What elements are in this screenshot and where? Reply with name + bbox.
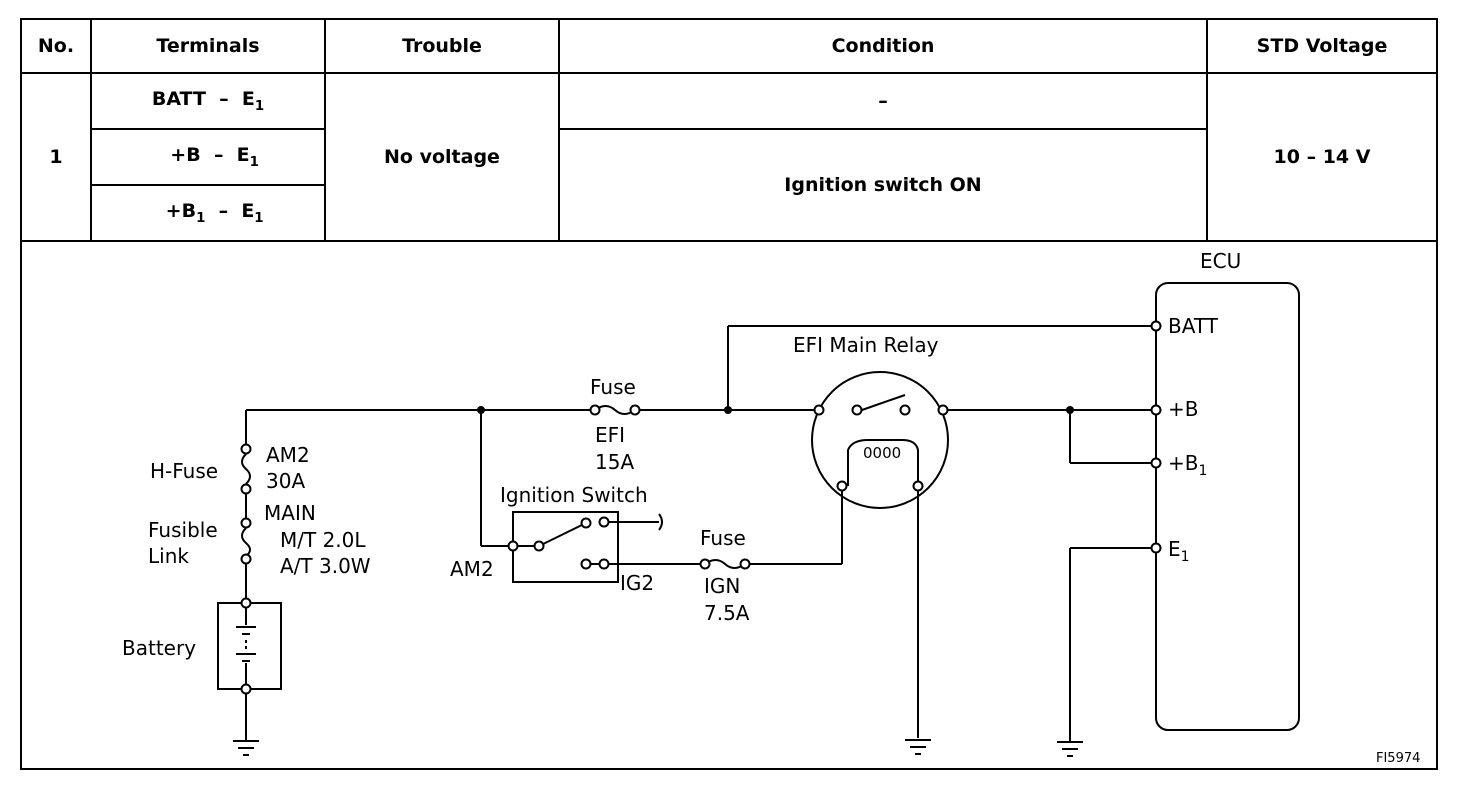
- ignition-switch-label: Ignition Switch: [500, 483, 648, 507]
- am2-label: AM2: [450, 557, 494, 581]
- cell-no: 1: [20, 72, 92, 242]
- fuse-efi-rating: 15A: [595, 450, 634, 474]
- figure-frame: [20, 18, 1438, 770]
- fuse-ign-name: IGN: [704, 574, 740, 598]
- cell-terminal-batt: BATT – E1: [90, 72, 326, 130]
- header-trouble: Trouble: [324, 18, 560, 74]
- table-row: +B1 – E1: [21, 184, 1437, 242]
- fusible-label-2: Link: [148, 544, 189, 568]
- ground-symbols: [233, 739, 1083, 757]
- ecu-pin-e1: E1: [1168, 537, 1190, 565]
- relay-coil-label: 0000: [863, 444, 901, 462]
- table-row: +B – E1 Ignition switch ON: [21, 128, 1437, 242]
- relay-label: EFI Main Relay: [793, 333, 939, 357]
- cell-trouble: No voltage: [324, 72, 560, 242]
- figure-code: FI5974: [1376, 751, 1420, 766]
- ecu-pin-b1: +B1: [1168, 451, 1207, 479]
- ecu-pin-b: +B: [1168, 397, 1198, 421]
- header-no: No.: [20, 18, 92, 74]
- ig2-label: IG2: [620, 571, 654, 595]
- fusible-label-1: Fusible: [148, 518, 218, 542]
- fusible-at: A/T 3.0W: [280, 554, 371, 578]
- header-condition: Condition: [558, 18, 1208, 74]
- battery-label: Battery: [122, 636, 196, 660]
- cell-condition-batt: –: [558, 72, 1208, 130]
- ecu-label: ECU: [1200, 249, 1241, 273]
- header-row: No. Terminals Trouble Condition STD Volt…: [20, 18, 1438, 74]
- hfuse-name: AM2: [266, 443, 310, 467]
- fuse-efi-title: Fuse: [590, 375, 636, 399]
- header-terminals: Terminals: [90, 18, 326, 74]
- fuse-ign-title: Fuse: [700, 526, 746, 550]
- fusible-name: MAIN: [264, 501, 316, 525]
- cell-terminal-b: +B – E1: [90, 128, 326, 186]
- spec-table: No. Terminals Trouble Condition STD Volt…: [20, 18, 1438, 242]
- cell-condition-ignition: Ignition switch ON: [558, 128, 1208, 242]
- fusible-mt: M/T 2.0L: [280, 528, 366, 552]
- hfuse-rating: 30A: [266, 469, 305, 493]
- ecu-pin-batt: BATT: [1168, 314, 1219, 338]
- cell-terminal-b1: +B1 – E1: [90, 184, 326, 242]
- fuse-ign-rating: 7.5A: [704, 601, 750, 625]
- fuse-efi-name: EFI: [595, 423, 625, 447]
- table-row: 1 BATT – E1 No voltage – 10 – 14 V: [20, 72, 1438, 242]
- cell-std-voltage: 10 – 14 V: [1206, 72, 1438, 242]
- hfuse-label: H-Fuse: [150, 459, 218, 483]
